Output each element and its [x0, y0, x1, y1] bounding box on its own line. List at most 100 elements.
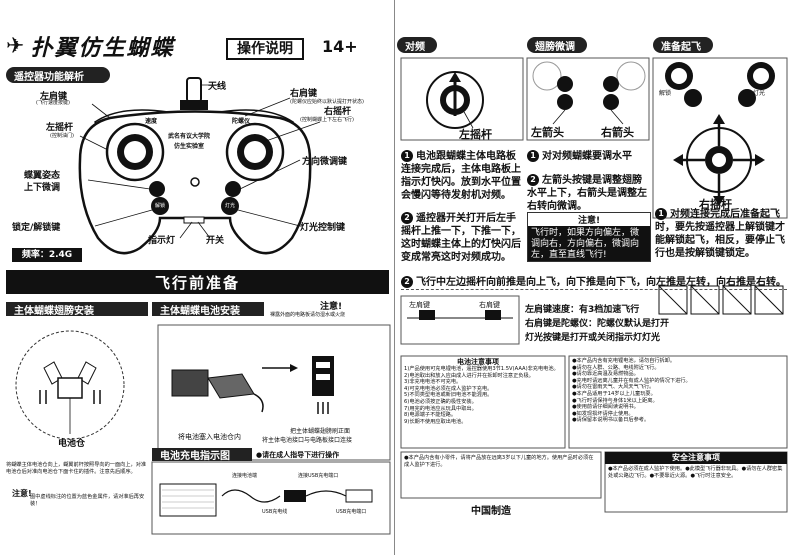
label-lock: 锁定/解锁键 [12, 223, 61, 233]
freq-left-stick-label: 左摇杆 [459, 128, 492, 141]
age-label: 14+ [322, 37, 358, 56]
product-note: ●请勿在雷雨天气、大风天气飞行。 [572, 384, 655, 391]
product-note: ●本产品适用于14岁以上儿童玩耍。 [572, 390, 656, 397]
battery-notice-text: 裸露外面的电路板请勿湿水或火烧 [270, 312, 346, 318]
trim-title: 翅膀微调 [527, 37, 587, 53]
remote-title: 遥控器功能解析 [6, 67, 110, 83]
product-note: ●请勿靠近高温及易燃物品。 [572, 371, 639, 378]
trim-right-arrow-label: 右箭头 [601, 126, 634, 139]
usb-label-2: 连接USB充电端口 [298, 473, 339, 479]
frequency-badge: 频率：2.4G [12, 248, 82, 262]
trim-notice-title: 注意! [528, 213, 650, 227]
takeoff-title: 准备起飞 [653, 37, 713, 53]
battery-note: 8)电源端子不能短路。 [404, 412, 457, 419]
step-number-1: 1 [401, 150, 413, 162]
product-note: ●请保留本说明书以备日后参考。 [572, 417, 650, 424]
prep-title: 飞行前准备 [154, 273, 240, 292]
product-note: ●使用前请仔细阅读说明书。 [572, 404, 639, 411]
takeoff-light-button[interactable]: 灯光 [753, 90, 766, 97]
label-trim-pitch-2: 上下微调 [24, 183, 61, 193]
speed-line-3: 灯光按键是打开或关闭指示灯灯光 [525, 333, 661, 343]
trim-left-arrow-label: 左箭头 [531, 126, 564, 139]
takeoff-right-stick-label: 右摇杆 [699, 198, 732, 211]
battery-note: 4)可充电电池必须在成人监护下充电。 [404, 385, 493, 392]
step-number-1: 1 [655, 208, 667, 220]
battery-note: 9)长期不使用应取出电池。 [404, 418, 467, 425]
freq-title: 对频 [397, 37, 437, 53]
product-note: ●本产品内含有充电锂电池，请勿自行拆卸。 [572, 358, 676, 364]
label-light: 灯光控制键 [300, 223, 346, 233]
battery-note: 5)不同类型电池或新旧电池不能混用。 [404, 392, 493, 399]
prep-title-bar: 飞行前准备 [6, 270, 389, 294]
remote-center-text-2: 仿生实验室 [174, 143, 205, 150]
manual-label: 操作说明 [226, 38, 304, 60]
usb-label-1: 连接电池端 [232, 473, 258, 479]
label-trim-yaw: 方向微调键 [302, 157, 348, 167]
charge-warning: ●请在成人指导下进行操作 [256, 451, 340, 459]
speed-line-1: 左肩键速度：有3档加速飞行 [525, 305, 640, 315]
product-note: ●充电时请远离儿童并在有成人监护的情况下进行。 [572, 377, 691, 384]
battery-note: 3)非充电电池不可充电。 [404, 379, 462, 386]
label-right-stick-note: (控制蝴蝶上下左右飞行) [300, 117, 354, 123]
battery-notes: 1)产品使用可充电锂电池，遥控器使用3节1.5V(AAA)非充电电池。 2)电池… [404, 366, 564, 425]
usb-label-4: USB充电端口 [336, 509, 367, 515]
label-indicator: 指示灯 [148, 236, 176, 246]
shoulder-right-label: 右肩键 [479, 301, 500, 309]
origin-label: 中国制造 [471, 506, 511, 517]
usb-label-3: USB充电线 [262, 509, 288, 515]
trim-notice-box: 注意! 飞行时，如果方向偏左，微调向右，方向偏右，微调向左，直至直线飞行! [527, 212, 651, 262]
battery-note: 1)产品使用可充电锂电池，遥控器使用3节1.5V(AAA)非充电电池。 [404, 366, 559, 372]
battery-bay-label: 电池仓 [58, 439, 86, 449]
battery-caption-1: 将电池塞入电池仓内 [178, 433, 241, 441]
label-right-shoulder: 右肩键 [290, 89, 318, 99]
label-left-stick-note: (控制油门) [50, 133, 74, 139]
trim-notice-text: 飞行时，如果方向偏左，微调向右，方向偏右，微调向左，直至直线飞行! [531, 228, 640, 260]
left-page: ✈ 扑翼仿生蝴蝶 操作说明 14+ 遥控器功能解析 [6, 0, 395, 555]
safety-title: 安全注意事项 [605, 452, 787, 464]
label-right-shoulder-note: (陀螺仪应始终以默认提打开状态) [290, 99, 364, 105]
wing-install-note: 将蝴蝶主体电池仓向上，蝴翼前杆按照导向的一面向上，对准电池仓后对准向电池仓下面卡… [6, 462, 147, 475]
butterfly-logo-icon: ✈ [6, 33, 25, 59]
charge-title: 电池充电指示图 [152, 448, 252, 462]
label-left-shoulder: 左肩键 [40, 92, 68, 102]
battery-note: 6)电池必须按正确的极性安装。 [404, 398, 477, 405]
shoulder-left-label: 左肩键 [409, 301, 430, 309]
remote-gyro-label: 陀螺仪 [232, 118, 251, 125]
label-left-stick: 左摇杆 [46, 123, 74, 133]
battery-caption-3: 将主体电池接口与电路板接口连接 [262, 437, 353, 444]
right-page: 对频 翅膀微调 准备起飞 [397, 0, 790, 555]
right-diagrams [400, 57, 788, 513]
takeoff-lock-button[interactable]: 解锁 [659, 90, 672, 97]
label-right-stick: 右摇杆 [324, 107, 352, 117]
product-note: ●请勿在人群、公路、电线附近飞行。 [572, 364, 660, 371]
step-number-2: 2 [401, 276, 413, 288]
battery-note: 7)用完的电池应从玩具中取出。 [404, 405, 477, 412]
brand-title: 扑翼仿生蝴蝶 [30, 36, 175, 61]
wing-install-tip: 图中虚线标注的位置为蓝色金属件，请对准后再安装！ [30, 494, 145, 507]
safety-text: ●本产品必须在成人监护下使用。●此模型飞行器非玩具。●请勿在人群密集处或公路边飞… [608, 466, 783, 479]
wing-install-title: 主体蝴蝶翅膀安装 [6, 302, 148, 317]
wing-notice-label: 注意! [12, 489, 32, 498]
remote-controller [78, 77, 321, 255]
battery-install-title: 主体蝴蝶电池安装 [152, 302, 264, 317]
header-bar: ✈ 扑翼仿生蝴蝶 [6, 33, 386, 61]
light-button[interactable]: 灯光 [224, 203, 235, 209]
product-notes: ●本产品内含有充电锂电池，请勿自行拆卸。 ●请勿在人群、公路、电线附近飞行。 ●… [572, 358, 785, 424]
battery-notice-label: 注意! [320, 302, 343, 312]
remote-speed-label: 速度 [145, 118, 158, 125]
battery-note: 2)电池取出和放入应由成人进行并在拆卸时注意正负极。 [404, 372, 534, 379]
lock-button[interactable]: 解锁 [154, 203, 165, 209]
label-trim-pitch-1: 蝶翼姿态 [24, 171, 61, 181]
label-antenna: 天线 [208, 82, 227, 92]
small-parts-notes: ●本产品内含有小零件，请将产品放在远离3岁以下儿童的地方。使用产品时必须在成人监… [404, 455, 594, 468]
speed-line-2: 右肩键是陀螺仪：陀螺仪默认是打开 [525, 319, 670, 329]
step-number-1: 1 [527, 150, 539, 162]
step-number-2: 2 [401, 212, 413, 224]
battery-notes-title: 电池注意事项 [457, 358, 499, 366]
label-left-shoulder-note: (飞行速度按键) [36, 100, 70, 106]
